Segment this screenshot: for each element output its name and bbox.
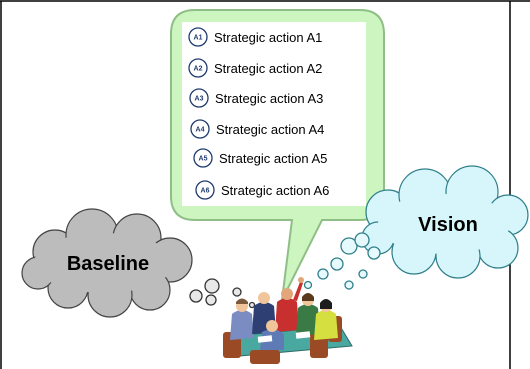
action-label: Strategic action A4 [216, 122, 324, 137]
action-item: A2 Strategic action A2 [188, 58, 322, 78]
action-list: A1 Strategic action A1 A2 Strategic acti… [188, 27, 329, 200]
speech-bubble [170, 9, 385, 301]
baseline-label: Baseline [67, 253, 149, 275]
action-badge-icon [190, 119, 210, 139]
team-meeting-icon [223, 277, 353, 364]
action-item: A3 Strategic action A3 [189, 88, 323, 108]
action-badge-icon [193, 148, 213, 168]
vision-cloud: Vision [361, 165, 529, 279]
action-label: Strategic action A1 [214, 30, 322, 45]
baseline-cloud: Baseline [21, 208, 193, 318]
action-badge-label: A1 [194, 35, 203, 42]
action-badge-icon [188, 58, 208, 78]
action-badge-icon [195, 180, 215, 200]
vision-label: Vision [418, 214, 478, 236]
action-badge-icon [188, 27, 208, 47]
action-label: Strategic action A2 [214, 61, 322, 76]
action-badge-label: A2 [194, 66, 203, 73]
action-item: A5 Strategic action A5 [193, 148, 327, 168]
action-badge-label: A6 [201, 188, 210, 195]
action-badge-label: A3 [195, 96, 204, 103]
action-item: A6 Strategic action A6 [195, 180, 329, 200]
thought-bubbles-left [189, 278, 256, 309]
action-badge-icon [189, 88, 209, 108]
action-badge-label: A5 [199, 156, 208, 163]
action-item: A1 Strategic action A1 [188, 27, 322, 47]
action-item: A4 Strategic action A4 [190, 119, 324, 139]
thought-bubbles-right [303, 232, 381, 290]
action-label: Strategic action A5 [219, 151, 327, 166]
action-badge-label: A4 [196, 127, 205, 134]
action-label: Strategic action A6 [221, 183, 329, 198]
action-label: Strategic action A3 [215, 91, 323, 106]
action-list-panel [182, 22, 366, 206]
